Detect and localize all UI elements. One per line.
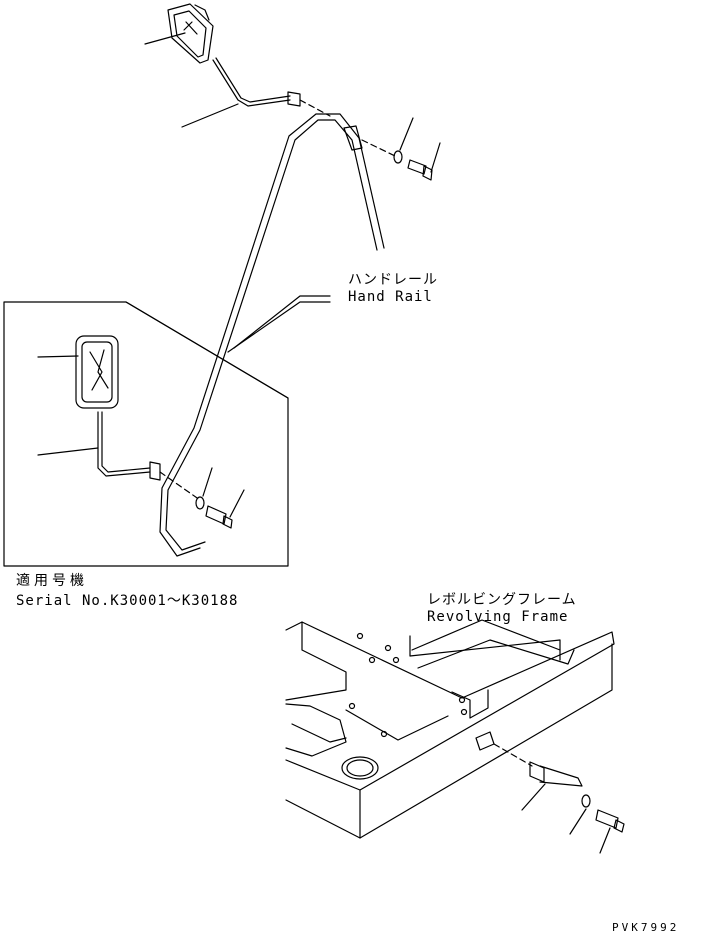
hand-rail-label-en: Hand Rail [348,289,433,305]
mirror-stay-top [181,57,331,128]
bolt-washer-frame [569,794,625,854]
mirror-top [144,3,214,64]
revolving-frame [285,619,615,839]
detail-box [3,301,289,567]
revolving-frame-label-jp: レボルビングフレーム [427,592,577,608]
serial-label-en: Serial No.K30001〜K30188 [16,593,239,609]
serial-label-jp: 適用号機 [16,573,88,589]
bolt-washer-detail [195,467,245,529]
hand-rail-label-jp: ハンドレール [348,272,438,288]
drawing-code: PVK7992 [612,921,680,934]
revolving-frame-label-en: Revolving Frame [427,609,569,625]
mirror-detail [37,335,119,409]
hand-rail [159,113,385,557]
detail-leader [125,301,289,399]
bolt-washer-top [361,117,441,181]
bracket-frame [493,743,583,811]
mirror-stay-detail [37,411,201,501]
